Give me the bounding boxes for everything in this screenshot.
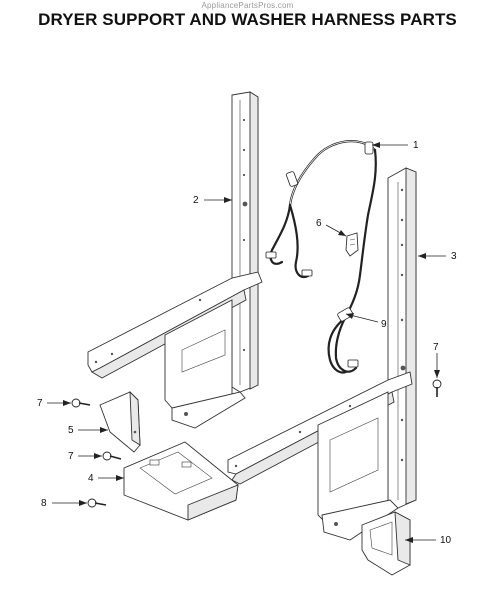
callout-5: 5 <box>68 425 108 436</box>
callout-9-label: 9 <box>381 319 387 330</box>
callout-6: 6 <box>316 218 347 237</box>
part-7-screw-c[interactable] <box>432 379 442 397</box>
callout-2-label: 2 <box>193 195 199 206</box>
callout-10: 10 <box>405 535 452 546</box>
part-10-bracket[interactable] <box>361 511 411 576</box>
callout-7-lower-left-label: 7 <box>68 451 74 462</box>
part-1-wire-harness[interactable] <box>265 140 377 279</box>
part-9-wire-harness[interactable] <box>327 273 362 374</box>
callout-4-label: 4 <box>88 473 94 484</box>
callout-5-label: 5 <box>68 425 74 436</box>
part-7-screw-a[interactable] <box>71 398 91 408</box>
callout-9: 9 <box>345 313 387 330</box>
callout-1: 1 <box>372 140 419 151</box>
callout-8-label: 8 <box>41 498 47 509</box>
watermark: AppliancePartsPros.com <box>201 1 294 10</box>
callout-7-upper-left: 7 <box>37 398 71 409</box>
callout-6-label: 6 <box>316 218 322 229</box>
part-4-bracket[interactable] <box>123 441 239 521</box>
part-3-right-support[interactable] <box>227 167 417 541</box>
callout-7-upper-left-label: 7 <box>37 398 43 409</box>
part-7-screw-b[interactable] <box>102 451 122 461</box>
callout-10-label: 10 <box>440 535 452 546</box>
page-title: DRYER SUPPORT AND WASHER HARNESS PARTS <box>38 10 457 29</box>
part-5-bracket[interactable] <box>99 390 141 453</box>
part-8-screw[interactable] <box>87 498 107 508</box>
callout-8: 8 <box>41 498 87 509</box>
callout-3: 3 <box>418 251 457 262</box>
callout-1-label: 1 <box>413 140 419 151</box>
callout-7-right: 7 <box>433 342 440 378</box>
callout-2: 2 <box>193 195 232 206</box>
callout-3-label: 3 <box>451 251 457 262</box>
callout-7-right-label: 7 <box>433 342 439 353</box>
part-2-left-support[interactable] <box>87 91 263 429</box>
callout-4: 4 <box>88 473 124 484</box>
part-6-clip[interactable] <box>345 232 359 257</box>
callout-7-lower-left: 7 <box>68 451 102 462</box>
